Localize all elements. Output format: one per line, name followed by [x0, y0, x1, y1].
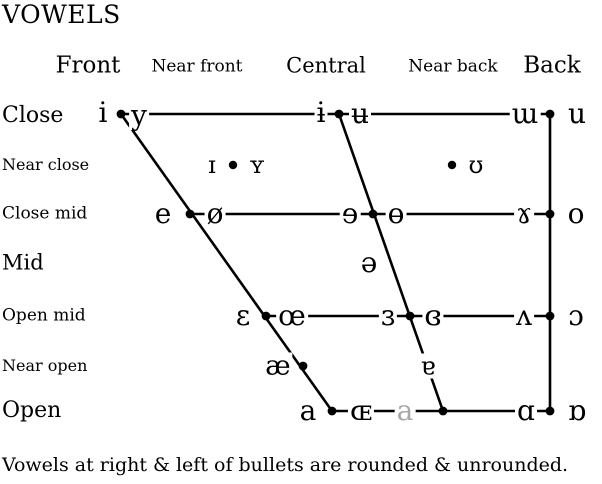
vowel-o-slash: ø: [204, 197, 226, 230]
vowel-reversed-e: ɘ: [339, 197, 361, 230]
vowel-epsilon: ɛ: [233, 299, 253, 332]
column-header-central: Central: [286, 53, 366, 78]
bullet-open-mid-front: [261, 311, 271, 321]
vowel-upsilon: ʊ: [466, 151, 486, 179]
bullet-near-close-back: [447, 160, 457, 170]
bullet-near-open-front: [298, 361, 308, 371]
front-diagonal-line: [119, 112, 334, 413]
vowel-oe-ligature: œ: [276, 299, 308, 332]
vowel-schwa: ə: [358, 246, 380, 279]
vowel-a-central-muted: a: [394, 394, 416, 427]
vowel-barred-o: ɵ: [385, 197, 407, 230]
bullet-close-mid-front: [185, 209, 195, 219]
vowel-open-o: ɔ: [566, 299, 586, 332]
bullet-near-close-front: [228, 160, 238, 170]
row-label-close-mid: Close mid: [2, 203, 88, 224]
row-label-near-open: Near open: [2, 356, 88, 375]
column-header-near-back: Near back: [408, 56, 498, 77]
column-header-back: Back: [523, 52, 581, 79]
column-header-near-front: Near front: [151, 56, 243, 77]
vowel-ash: æ: [263, 350, 293, 382]
vowel-small-cap-y: ʏ: [247, 151, 267, 179]
bullet-close-central: [334, 109, 344, 119]
vowel-i: i: [96, 96, 110, 129]
row-label-open-mid: Open mid: [2, 305, 86, 326]
bullet-open-back: [545, 406, 555, 416]
vowel-closed-reversed-epsilon: ɞ: [422, 299, 444, 332]
vowel-turned-v: ʌ: [514, 299, 534, 332]
vowel-reversed-epsilon: ɜ: [378, 299, 398, 332]
vowel-script-a: ɑ: [515, 394, 537, 427]
bullet-open-front: [327, 406, 337, 416]
row-label-mid: Mid: [2, 250, 44, 275]
footnote: Vowels at right & left of bullets are ro…: [2, 454, 569, 476]
bullet-close-front: [116, 109, 126, 119]
row-label-close: Close: [2, 103, 64, 128]
vowel-y: y: [129, 99, 149, 132]
row-label-near-close: Near close: [2, 155, 90, 174]
page-title: VOWELS: [2, 0, 121, 29]
bullet-close-mid-back: [545, 209, 555, 219]
vowel-e: e: [152, 197, 174, 230]
vowel-o: o: [565, 197, 587, 230]
vowel-turned-a: ɐ: [418, 351, 438, 381]
bullet-open-mid-back: [545, 311, 555, 321]
vowel-turned-script-a: ɒ: [566, 394, 588, 427]
vowel-barred-i: ɨ: [314, 96, 328, 129]
vowel-u: u: [565, 97, 589, 130]
bullet-open-central: [438, 406, 448, 416]
vowel-barred-u: ʉ: [348, 97, 372, 130]
row-label-open: Open: [2, 398, 62, 423]
bullet-open-mid-central: [405, 311, 415, 321]
vowel-small-cap-i: ɪ: [206, 151, 218, 179]
vowel-rams-horn: ɤ: [514, 197, 534, 230]
vowel-small-cap-oe: ɶ: [347, 394, 375, 427]
vowel-a: a: [297, 394, 319, 427]
column-header-front: Front: [55, 52, 121, 79]
bullet-close-back: [545, 109, 555, 119]
bullet-close-mid-central: [368, 209, 378, 219]
vowel-turned-m: ɯ: [509, 97, 541, 130]
